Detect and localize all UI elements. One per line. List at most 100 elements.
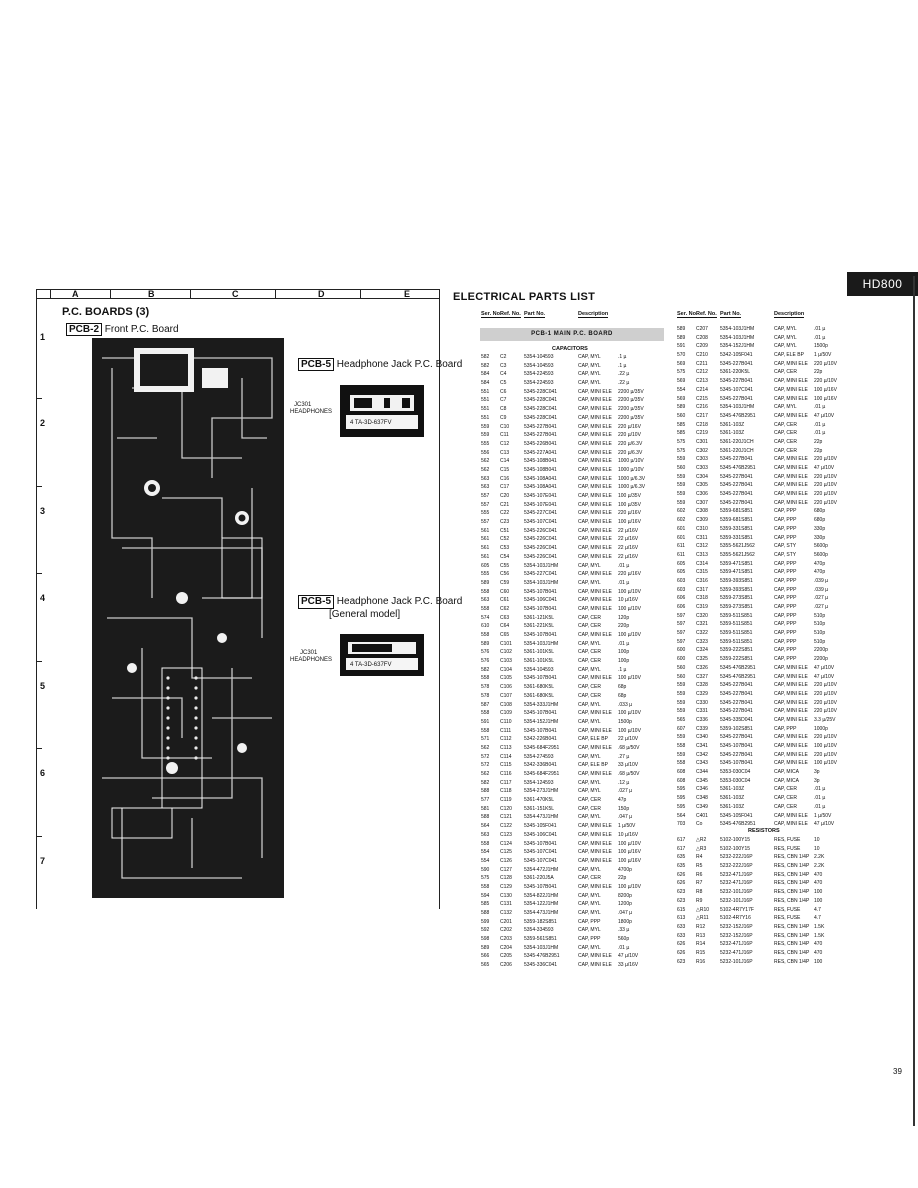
ser-no: 562 xyxy=(481,466,490,473)
value: 22 µ/16V xyxy=(618,536,639,543)
description: CAP, PPP xyxy=(774,586,797,593)
description: CAP, MYL xyxy=(774,404,797,411)
ref-no: C202 xyxy=(500,927,512,934)
description: CAP, PPP xyxy=(774,656,797,663)
ser-no: 559 xyxy=(677,682,686,689)
ref-no: C214 xyxy=(696,386,708,393)
ref-no: C301 xyxy=(696,438,708,445)
description: CAP, CER xyxy=(578,684,601,691)
value: 680p xyxy=(814,508,826,515)
ser-no: 551 xyxy=(481,397,490,404)
ref-no: C217 xyxy=(696,412,708,419)
value: 2200 µ/35V xyxy=(618,414,644,421)
value: 220 µ/6.3V xyxy=(618,440,643,447)
ser-no: 597 xyxy=(677,638,686,645)
part-no: 5345-228C041 xyxy=(524,388,558,395)
ref-no: C321 xyxy=(696,621,708,628)
description: CAP, MYL xyxy=(774,334,797,341)
description: CAP, CER xyxy=(774,430,797,437)
part-no: 5345-227B041 xyxy=(720,482,753,489)
value: 1 µ/50V xyxy=(814,812,832,819)
ref-no: C111 xyxy=(500,727,512,734)
parts-list-title: ELECTRICAL PARTS LIST xyxy=(453,291,596,303)
description: CAP, MINI ELE xyxy=(774,378,808,385)
part-no: 5361-121K5L xyxy=(524,614,555,621)
value: 100 µ/35V xyxy=(618,493,641,499)
ref-no: C51 xyxy=(500,527,510,534)
description: CAP, MINI ELE xyxy=(578,823,612,830)
ref-no: R4 xyxy=(696,854,703,861)
description: CAP, MYL xyxy=(578,814,601,821)
description: RES, FUSE xyxy=(774,837,801,843)
description: CAP, MYL xyxy=(578,362,601,369)
value: .33 µ xyxy=(618,927,630,934)
description: CAP, PPP xyxy=(774,569,797,576)
ser-no: 561 xyxy=(481,545,490,552)
ref-no: C311 xyxy=(696,534,708,541)
ser-no: 559 xyxy=(677,751,686,758)
ser-no: 590 xyxy=(481,866,490,873)
part-no: 5345-684F2951 xyxy=(524,771,560,777)
value: .12 µ xyxy=(618,779,630,786)
part-no: 5361-151K5L xyxy=(524,805,555,812)
value: 2200 µ/35V xyxy=(618,397,644,404)
ref-no: C313 xyxy=(696,551,708,558)
part-no: 5361-680K5L xyxy=(524,692,555,699)
value: 2200p xyxy=(814,647,828,654)
grid-row-label: 2 xyxy=(40,418,46,428)
value: 2.2K xyxy=(814,854,825,861)
value: 1500p xyxy=(814,343,828,350)
grid-column-label: D xyxy=(318,289,325,299)
ref-no: C326 xyxy=(696,664,708,671)
ser-no: 575 xyxy=(677,369,686,376)
part-no: 5345-107B041 xyxy=(524,605,557,612)
part-no: 5359-393S851 xyxy=(720,586,753,593)
value: .27 µ xyxy=(618,753,630,760)
description: CAP, MINI ELE xyxy=(578,553,612,560)
ser-no: 562 xyxy=(481,771,490,777)
value: 2200 µ/35V xyxy=(618,406,644,413)
grid-column-divider xyxy=(360,289,361,299)
ref-no: C314 xyxy=(696,560,708,567)
ref-no: C219 xyxy=(696,430,708,437)
description: CAP, MYL xyxy=(578,718,601,725)
col-head-ser-2: Ser. No. xyxy=(677,311,698,318)
ser-no: 595 xyxy=(677,803,686,810)
ref-no: C119 xyxy=(500,797,512,804)
value: 100 µ/10V xyxy=(618,840,641,847)
description: CAP, STY xyxy=(774,543,797,550)
ser-no: 597 xyxy=(677,630,686,637)
part-no: 5359-331S851 xyxy=(720,525,753,532)
part-no: 5355-5621J562 xyxy=(720,543,755,550)
description: RES, CBN 1/4P xyxy=(774,958,810,965)
part-no: 5345-106C041 xyxy=(524,597,558,604)
ser-no: 557 xyxy=(481,519,490,526)
part-no: 5361-470K5L xyxy=(524,797,555,804)
value: 1000 µ/10V xyxy=(618,458,644,465)
description: CAP, MYL xyxy=(578,779,601,786)
ref-no: C64 xyxy=(500,623,510,630)
ser-no: 584 xyxy=(481,371,490,378)
headphone-jack-pcb-general-image: 4 TA-3D-637FV xyxy=(340,634,424,676)
value: 100 µ/10V xyxy=(814,760,837,767)
col-head-desc: Description xyxy=(578,311,609,318)
ser-no: 558 xyxy=(481,883,490,890)
ref-no: C107 xyxy=(500,692,512,699)
ref-no: C53 xyxy=(500,545,510,552)
ref-no: C5 xyxy=(500,380,507,387)
ref-no: C215 xyxy=(696,395,708,402)
value: 1000p xyxy=(814,725,828,732)
description: CAP, MINI ELE xyxy=(774,708,808,715)
grid-row-label: 4 xyxy=(40,593,46,603)
ser-no: 569 xyxy=(677,395,686,402)
part-no: 5232-222J16P xyxy=(720,863,753,870)
ser-no: 551 xyxy=(481,406,490,413)
value: 100 µ/10V xyxy=(618,588,641,595)
ref-no: C10 xyxy=(500,423,510,430)
part-no: 5345-476B2951 xyxy=(720,465,756,471)
part-no: 5232-152J16P xyxy=(720,923,753,930)
ser-no: 635 xyxy=(677,854,686,861)
ref-no: C101 xyxy=(500,640,512,647)
part-no: 5345-227B041 xyxy=(720,378,753,385)
part-no: 5345-228C041 xyxy=(524,397,558,404)
